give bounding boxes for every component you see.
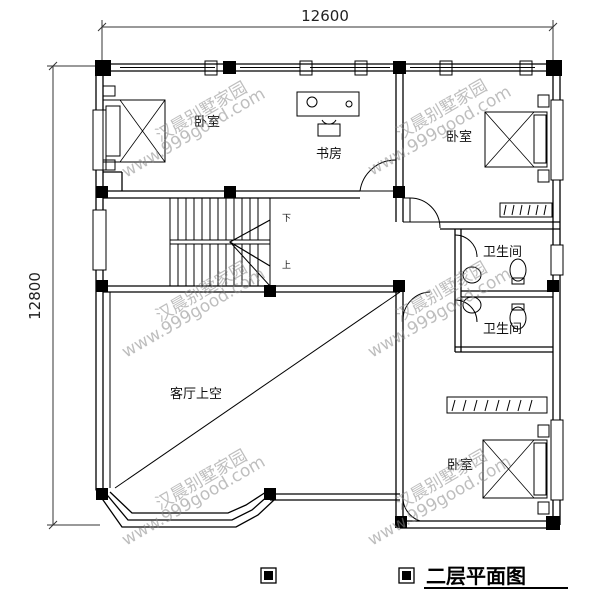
room-label-bedroom-se: 卧室 (447, 457, 473, 473)
room-label-bath-1: 卫生间 (483, 245, 522, 260)
dimension-left (47, 61, 100, 530)
stair-up-label: 上 (282, 260, 291, 271)
bed-se (482, 424, 550, 515)
bath-fixtures (462, 258, 527, 330)
side-windows (92, 99, 564, 501)
structural-columns (95, 60, 562, 530)
legend-marker-1 (260, 567, 277, 584)
bed-nw (102, 85, 166, 171)
wardrobe-ne (499, 202, 553, 218)
stair-down-label: 下 (282, 214, 291, 224)
room-label-bedroom-ne: 卧室 (446, 129, 472, 145)
bed-ne (484, 94, 550, 183)
room-label-study: 书房 (316, 146, 342, 162)
living-void-lines (109, 291, 401, 489)
room-label-bedroom-nw: 卧室 (194, 114, 220, 130)
room-label-bath-2: 卫生间 (483, 322, 522, 337)
width-dimension-label: 12600 (301, 7, 349, 25)
wardrobe-se (446, 396, 548, 414)
doors (359, 159, 478, 522)
stair-treads (177, 198, 259, 286)
study-desk (296, 91, 360, 137)
top-windows (120, 60, 535, 76)
height-dimension-label: 12800 (26, 272, 44, 320)
watermark-url-6: www.999good.com (365, 452, 515, 550)
watermark-url-2: www.999good.com (365, 82, 515, 180)
staircase (169, 197, 271, 287)
plan-title: 二层平面图 (426, 564, 526, 588)
outer-walls (95, 63, 561, 529)
dimension-top (97, 20, 558, 62)
watermark-url-5: www.999good.com (119, 452, 269, 550)
legend-marker-2 (398, 567, 415, 584)
room-label-living-void: 客厅上空 (170, 386, 222, 402)
